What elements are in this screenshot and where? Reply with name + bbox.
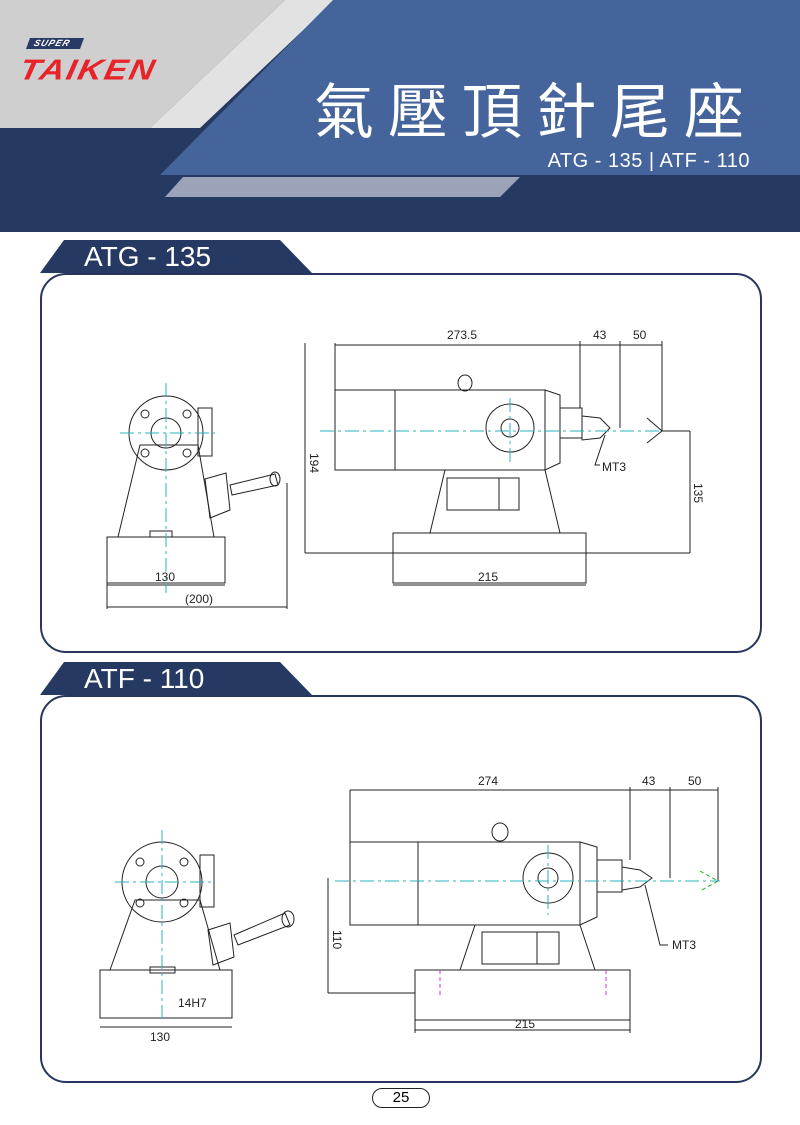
taper-label: MT3 [672, 938, 696, 952]
drawing-panel-atf110 [40, 695, 762, 1083]
dim-tip: 50 [688, 774, 702, 788]
dim-tip: 50 [633, 328, 647, 342]
dim-base: 215 [478, 570, 498, 584]
dim-base: 215 [515, 1017, 535, 1031]
technical-drawing-atf110: 274 43 50 110 MT3 215 130 14H7 [99, 774, 720, 1044]
page-number: 25 [372, 1088, 430, 1108]
page-subtitle: ATG - 135 | ATF - 110 [547, 150, 750, 172]
page-header: SUPER TAIKEN 氣壓頂針尾座 ATG - 135 | ATF - 11… [0, 0, 800, 232]
dim-center-height: 135 [691, 483, 705, 503]
dim-side-total: (200) [185, 592, 213, 606]
technical-drawing-atg135: 273.5 43 50 194 135 MT3 215 130 (200) [106, 328, 705, 609]
page-title: 氣壓頂針尾座 [314, 78, 758, 148]
dim-side-base: 130 [150, 1030, 170, 1044]
section-title: ATF - 110 [84, 663, 205, 694]
brand-logo: TAIKEN [16, 53, 160, 87]
dim-center-height: 110 [330, 930, 344, 949]
section-tab-atf110: ATF - 110 [40, 662, 312, 695]
dim-height: 194 [307, 453, 321, 473]
dim-length: 273.5 [447, 328, 477, 342]
dim-length: 274 [478, 774, 498, 788]
dim-slot: 14H7 [178, 996, 207, 1010]
dim-quill: 43 [593, 328, 607, 342]
section-title: ATG - 135 [84, 241, 212, 272]
dim-quill: 43 [642, 774, 656, 788]
drawing-panel-atg135 [40, 273, 762, 653]
logo-super: SUPER [25, 38, 85, 49]
header-background [0, 0, 800, 232]
section-tab-atg135: ATG - 135 [40, 240, 312, 273]
taper-label: MT3 [602, 460, 626, 474]
dim-side-base: 130 [155, 570, 175, 584]
